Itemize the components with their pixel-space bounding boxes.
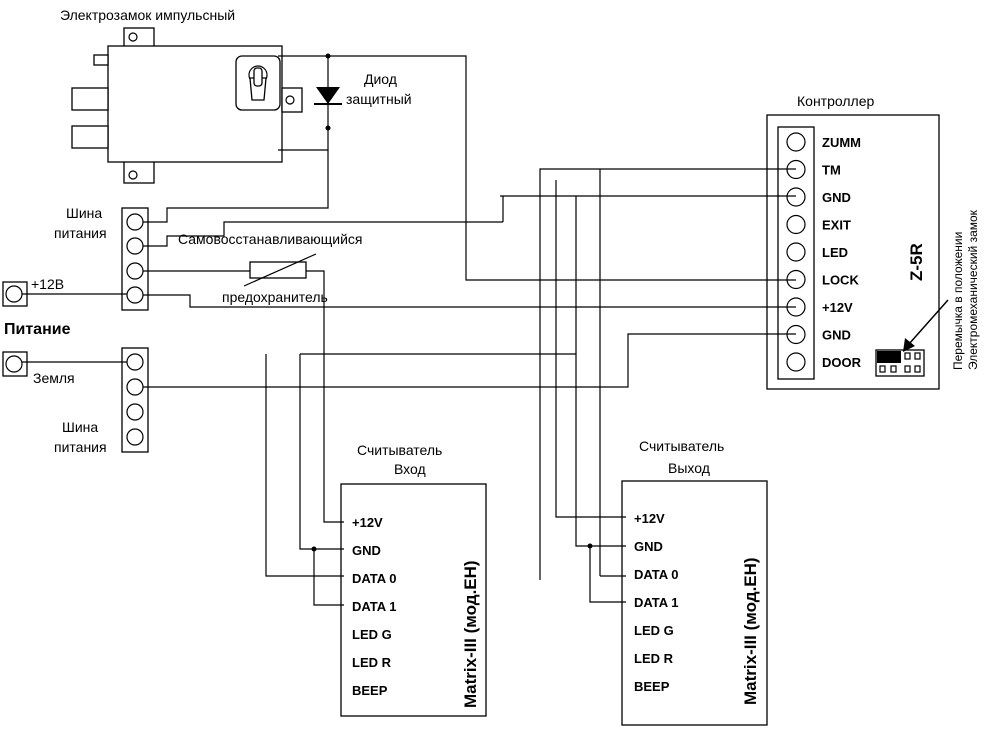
wires bbox=[22, 55, 796, 606]
power-plus-label: +12В bbox=[31, 276, 64, 292]
reader-pin-label: DATA 1 bbox=[352, 599, 397, 614]
controller-pin-terminal bbox=[786, 132, 806, 152]
reader-pin-label: DATA 1 bbox=[634, 595, 679, 610]
bus-top-label-2: питания bbox=[54, 225, 107, 241]
power-bus-top: Шина питания bbox=[54, 205, 149, 311]
power-title: Питание bbox=[4, 321, 71, 338]
controller-model: Z-5R bbox=[907, 243, 926, 281]
controller: Контроллер ZUMM TM GND EXIT LED LOCK +12V GND DO… bbox=[766, 93, 980, 390]
reader-pin-label: GND bbox=[352, 543, 381, 558]
controller-pin-label: LOCK bbox=[822, 273, 859, 288]
controller-pin-label: GND bbox=[822, 190, 851, 205]
reader-in-title-2: Вход bbox=[394, 461, 426, 477]
fuse-label-1: Самовосстанавливающийся bbox=[178, 231, 363, 247]
reader-out-title-2: Выход bbox=[668, 460, 710, 476]
controller-pin-label: GND bbox=[822, 328, 851, 343]
lock-title: Электрозамок импульсный bbox=[60, 7, 235, 23]
jumper-note-2: Электромеханический замок bbox=[966, 209, 980, 370]
controller-pin-terminal bbox=[786, 242, 806, 262]
controller-pin-label: +12V bbox=[822, 300, 853, 315]
reader-pin-label: DATA 0 bbox=[634, 567, 679, 582]
controller-pin-terminal bbox=[786, 214, 806, 235]
resettable-fuse: Самовосстанавливающийся предохранитель bbox=[178, 231, 363, 305]
reader-pin-label: LED R bbox=[352, 655, 392, 670]
controller-pin-label: EXIT bbox=[822, 218, 851, 233]
jumper-note-1: Перемычка в положении bbox=[951, 232, 965, 370]
controller-pin-label: DOOR bbox=[822, 355, 862, 370]
controller-pin-terminal bbox=[786, 352, 806, 372]
reader-pin-label: GND bbox=[634, 539, 663, 554]
power-source: +12В Питание Земля bbox=[2, 276, 75, 386]
protective-diode: Диод защитный bbox=[314, 71, 412, 107]
controller-title: Контроллер bbox=[797, 93, 874, 109]
reader-in: Считыватель Вход +12V GND DATA 0 DATA 1 LED … bbox=[340, 442, 487, 717]
reader-in-title-1: Считыватель bbox=[357, 442, 442, 458]
reader-pin-label: BEEP bbox=[352, 683, 388, 698]
diode-label-2: защитный bbox=[346, 91, 412, 107]
reader-in-model: Matrix-III (мод.EH) bbox=[461, 560, 480, 708]
reader-pin-label: +12V bbox=[634, 511, 665, 526]
power-ground-label: Земля bbox=[33, 370, 75, 386]
reader-out-model: Matrix-III (мод.EH) bbox=[741, 557, 760, 705]
reader-pin-label: LED G bbox=[634, 623, 674, 638]
power-bus-bottom: Шина питания bbox=[54, 347, 149, 455]
reader-out-title-1: Считыватель bbox=[639, 438, 724, 454]
controller-pin-label: TM bbox=[822, 163, 841, 178]
controller-pin-label: LED bbox=[822, 245, 848, 260]
junctions bbox=[311, 53, 593, 552]
fuse-label-2: предохранитель bbox=[222, 289, 328, 305]
reader-out: Считыватель Выход +12V GND DATA 0 DATA 1 LED… bbox=[621, 438, 768, 726]
reader-pin-label: BEEP bbox=[634, 679, 670, 694]
controller-pin-label: ZUMM bbox=[822, 135, 861, 150]
reader-pin-label: +12V bbox=[352, 515, 383, 530]
controller-pin-terminal bbox=[786, 187, 806, 207]
electric-lock: Электрозамок импульсный bbox=[60, 7, 303, 184]
jumper-block bbox=[875, 349, 925, 377]
reader-pin-label: DATA 0 bbox=[352, 571, 397, 586]
reader-pin-label: LED G bbox=[352, 627, 392, 642]
bus-bottom-label-2: питания bbox=[54, 439, 107, 455]
bus-top-label-1: Шина bbox=[66, 205, 102, 221]
diode-label-1: Диод bbox=[364, 71, 397, 87]
bus-bottom-label-1: Шина bbox=[62, 419, 98, 435]
reader-pin-label: LED R bbox=[634, 651, 674, 666]
